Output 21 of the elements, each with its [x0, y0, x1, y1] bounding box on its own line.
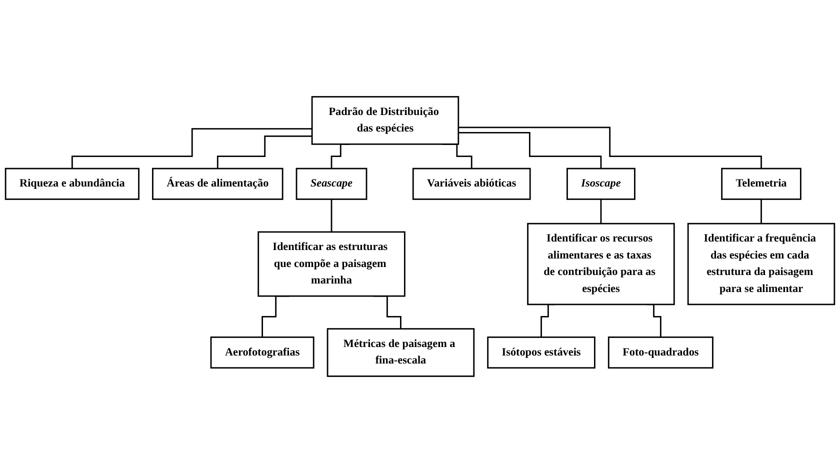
node-box: Áreas de alimentação	[152, 168, 284, 200]
node-box: Identificar os recursos alimentares e as taxas de contribuição para as espécies	[527, 222, 675, 306]
node-box: Padrão de Distribuição das espécies	[311, 96, 460, 145]
connector	[330, 198, 332, 233]
node-box: Isoscape	[566, 168, 636, 200]
node-box: Telemetria	[721, 168, 802, 200]
connector	[600, 198, 602, 224]
node-box: Identificar a frequência das espécies em cada estrutura da paisagem para se alimentar	[687, 222, 836, 306]
node-box: Variáveis abióticas	[412, 168, 531, 200]
connector	[216, 135, 312, 170]
node-box: Identificar as estruturas que compõe a paisagem marinha	[258, 231, 406, 297]
connector	[458, 132, 602, 170]
node-box: Seascape	[296, 168, 368, 200]
node-box: Foto-quadrados	[608, 336, 714, 369]
node-box: Isótopos estáveis	[487, 336, 596, 369]
connector	[760, 198, 762, 224]
connector	[458, 126, 762, 170]
node-box: Métricas de paisagem a fina-escala	[326, 328, 475, 377]
node-box: Riqueza e abundância	[4, 168, 140, 200]
node-box: Aerofotografias	[210, 336, 314, 369]
connector	[71, 128, 312, 170]
